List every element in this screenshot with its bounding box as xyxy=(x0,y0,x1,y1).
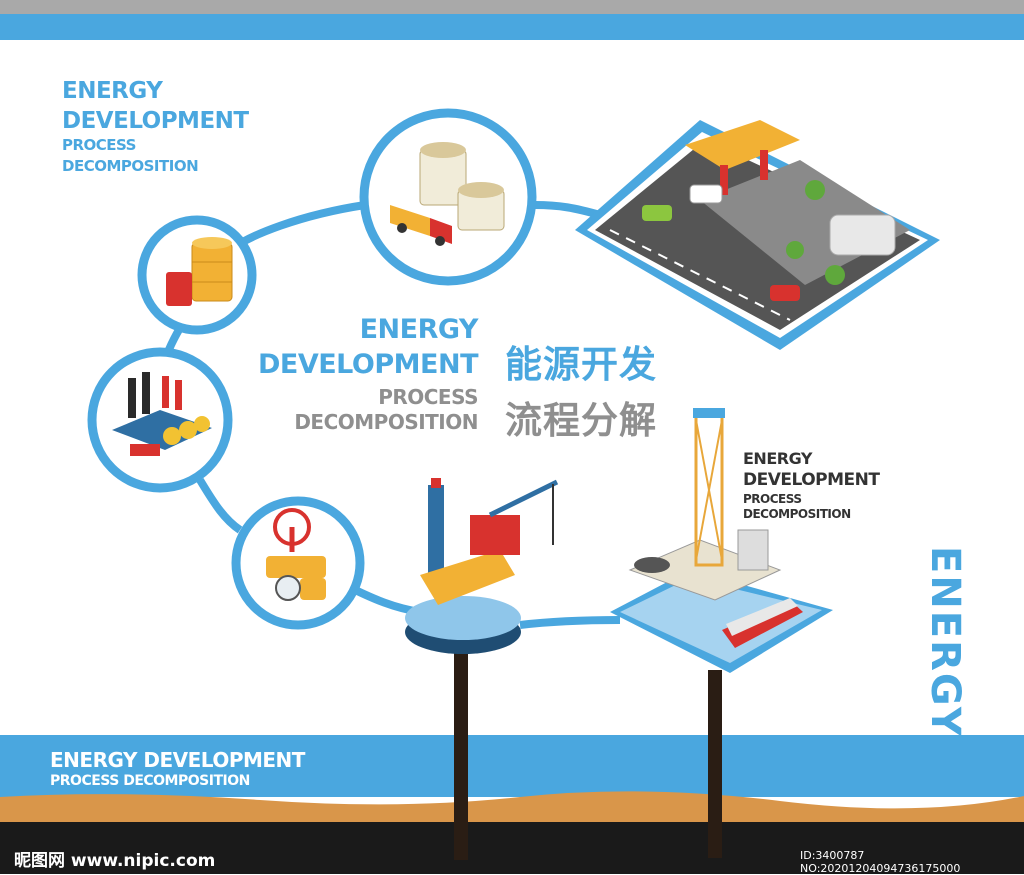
refinery-factory-icon xyxy=(87,347,233,493)
watermark-id: ID:3400787 NO:20201204094736175000 xyxy=(800,849,961,875)
pipeline-valve-icon xyxy=(231,496,365,630)
bottom-band-subtitle: PROCESS DECOMPOSITION xyxy=(50,773,250,789)
top-left-title-line2: DEVELOPMENT xyxy=(62,108,249,134)
bottom-band-title: ENERGY DEVELOPMENT xyxy=(50,748,305,772)
center-subtitle-line2: DECOMPOSITION xyxy=(294,410,478,434)
offshore-drilling-rig-icon xyxy=(405,478,559,860)
center-title-line2: DEVELOPMENT xyxy=(257,349,479,380)
top-left-subtitle-line1: PROCESS xyxy=(62,136,136,154)
bottom-sea-band xyxy=(0,735,1024,797)
vertical-energy-label: ENERGY xyxy=(922,546,968,738)
center-title-line1: ENERGY xyxy=(359,314,479,345)
chinese-title: 能源开发 xyxy=(505,343,657,386)
top-gray-bar xyxy=(0,0,1024,14)
ground-dark-layer xyxy=(0,822,1024,874)
right-subtitle-line1: PROCESS xyxy=(743,492,802,506)
top-left-subtitle-line2: DECOMPOSITION xyxy=(62,157,199,175)
gas-station-scene-icon xyxy=(575,120,940,350)
watermark-site: 昵图网 www.nipic.com xyxy=(14,851,216,871)
center-subtitle-line1: PROCESS xyxy=(378,385,478,409)
chinese-subtitle: 流程分解 xyxy=(505,399,657,442)
right-subtitle-line2: DECOMPOSITION xyxy=(743,507,851,521)
oil-platform-and-tanker-ship-icon xyxy=(610,408,833,858)
ground-sand-layer xyxy=(0,791,1024,830)
top-blue-bar xyxy=(0,14,1024,40)
top-left-title-line1: ENERGY xyxy=(62,78,163,104)
oil-barrel-and-canister-icon xyxy=(137,215,257,335)
right-title-line1: ENERGY xyxy=(743,449,812,468)
storage-tanks-and-tanker-truck-icon xyxy=(359,108,537,286)
right-title-line2: DEVELOPMENT xyxy=(743,470,880,490)
